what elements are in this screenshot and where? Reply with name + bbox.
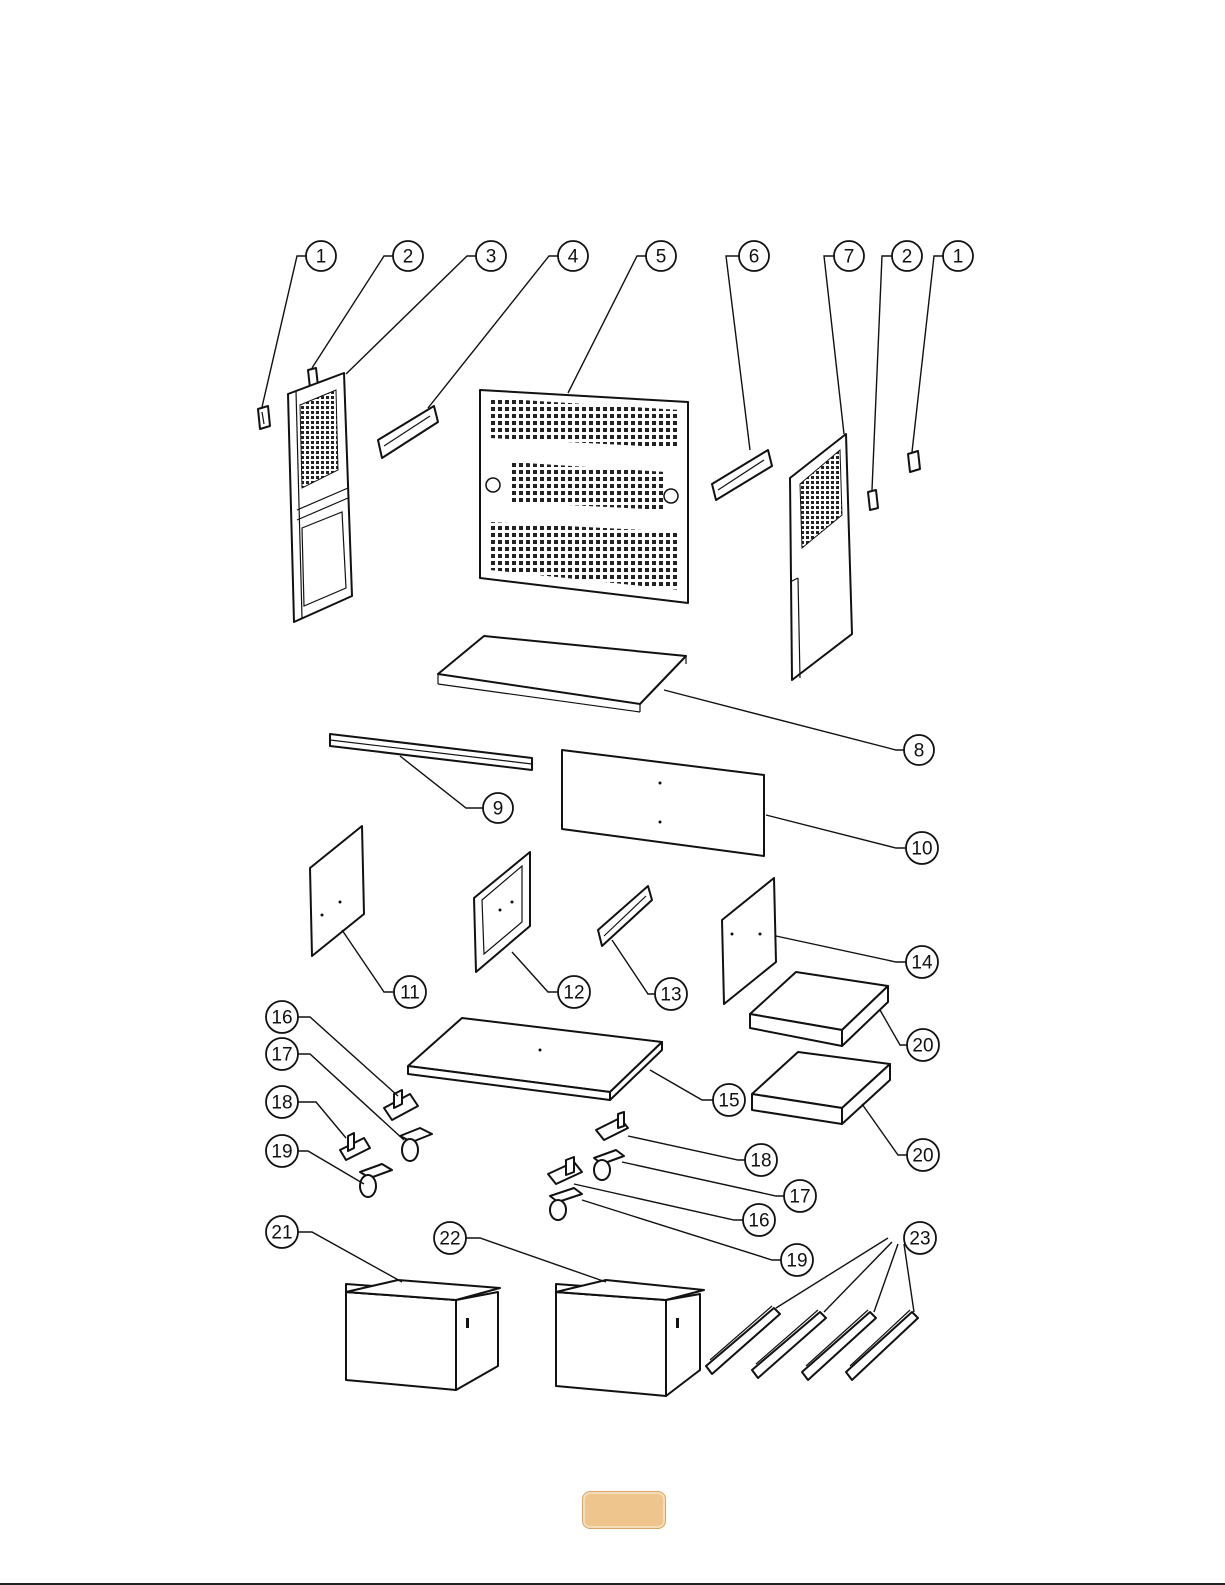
svg-text:14: 14 [911,953,933,974]
svg-text:10: 10 [911,839,932,860]
svg-text:23: 23 [909,1229,930,1250]
callout-3: 3 [476,241,506,271]
callout-20-upper: 20 [907,1029,939,1061]
svg-text:8: 8 [914,741,925,762]
svg-text:7: 7 [844,247,855,268]
callout-23: 23 [904,1222,936,1254]
part-9-rail [330,734,532,770]
callout-2-right: 2 [892,241,922,271]
svg-text:19: 19 [786,1251,807,1272]
callout-10: 10 [906,832,938,864]
callout-2: 2 [393,241,423,271]
part-20-upper-drawer-box [750,972,888,1046]
svg-text:13: 13 [660,985,681,1006]
callout-1-right: 1 [943,241,973,271]
callout-7: 7 [834,241,864,271]
callout-19-left: 19 [266,1135,298,1167]
part-19-caster-left [360,1164,392,1197]
svg-text:21: 21 [271,1223,292,1244]
svg-text:3: 3 [486,247,497,268]
part-5-rear-perforated-panel [480,390,688,603]
svg-text:17: 17 [789,1187,810,1208]
part-12-framed-panel [474,852,530,972]
svg-text:2: 2 [403,247,414,268]
callout-22: 22 [434,1222,466,1254]
part-10-panel [562,750,764,856]
svg-text:9: 9 [493,799,504,820]
svg-text:2: 2 [902,247,913,268]
svg-text:16: 16 [271,1008,292,1029]
part-14-side-plate [722,878,776,1004]
part-2-right-clip [868,490,878,510]
callout-16-right: 16 [743,1204,775,1236]
callout-5: 5 [646,241,676,271]
part-1-right-clip [908,451,920,472]
part-15-base-plate [408,1018,662,1100]
part-16-bracket-left [384,1090,418,1120]
svg-text:19: 19 [271,1142,292,1163]
part-11-side-plate [310,826,364,956]
svg-text:22: 22 [439,1229,460,1250]
svg-text:1: 1 [953,247,964,268]
callout-19-right: 19 [781,1244,813,1276]
svg-text:4: 4 [568,247,579,268]
callout-12: 12 [558,976,590,1008]
callout-16-left: 16 [266,1001,298,1033]
callout-21: 21 [266,1216,298,1248]
svg-text:11: 11 [400,983,420,1004]
svg-text:16: 16 [748,1211,769,1232]
part-7-right-side-panel [790,434,852,680]
callout-9: 9 [483,793,513,823]
callout-14: 14 [906,946,938,978]
svg-text:20: 20 [912,1146,933,1167]
svg-text:12: 12 [563,983,584,1004]
part-22-drawer [556,1280,704,1396]
svg-text:18: 18 [750,1151,771,1172]
callout-1: 1 [306,241,336,271]
part-3-left-side-panel [288,373,352,622]
part-13-bracket [598,886,652,946]
callout-18-left: 18 [266,1086,298,1118]
callout-18-right: 18 [745,1144,777,1176]
part-21-drawer [346,1280,500,1390]
callout-17-right: 17 [784,1180,816,1212]
callout-15: 15 [713,1084,745,1116]
part-4-bracket [378,406,438,458]
part-8-top-tray [438,636,686,712]
part-6-bracket [712,450,772,500]
callout-11: 11 [394,976,426,1008]
part-19-caster-right [550,1188,582,1220]
svg-text:17: 17 [271,1045,292,1066]
callout-13: 13 [655,978,687,1010]
part-17-caster-left [400,1128,432,1161]
svg-text:18: 18 [271,1093,292,1114]
svg-text:6: 6 [749,247,760,268]
svg-text:5: 5 [656,247,667,268]
part-18-bracket-right [596,1112,628,1140]
callout-17-left: 17 [266,1038,298,1070]
part-1-left-clip [258,406,270,429]
part-23-drawer-slides [706,1306,918,1380]
callout-6: 6 [739,241,769,271]
svg-text:15: 15 [718,1091,739,1112]
callout-8: 8 [904,735,934,765]
callout-4: 4 [558,241,588,271]
part-17-caster-right [594,1150,624,1180]
svg-text:20: 20 [912,1036,933,1057]
callout-20-lower: 20 [907,1139,939,1171]
svg-text:1: 1 [316,247,327,268]
page-number-tab [583,1492,665,1528]
part-16-bracket-right [548,1157,582,1184]
